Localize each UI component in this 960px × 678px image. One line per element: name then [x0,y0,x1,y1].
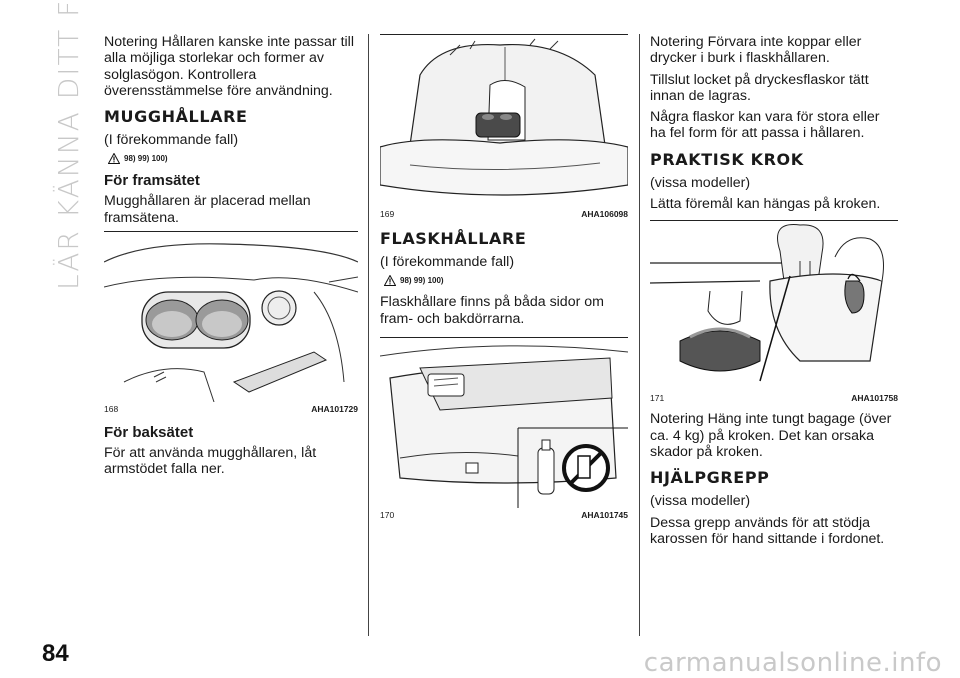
figure-caption: 170 AHA101745 [380,508,628,522]
front-seat-text: Mugghållaren är placerad mellan framsäte… [104,193,311,226]
watermark: carmanualsonline.info [643,648,942,678]
column-divider [368,34,369,636]
note-sunglasses: Notering Hållaren kanske inte passar til… [104,34,354,99]
figure-caption: 168 AHA101729 [104,402,358,416]
seat-hook-illustration [650,224,884,382]
note-hook-weight: Notering Häng inte tungt bagage (över ca… [650,411,892,460]
column-2: 169 AHA106098 FLASKHÅLLARE (I förekomman… [380,34,628,528]
figure-code: AHA106098 [581,209,628,219]
door-bottle-holder-illustration [380,345,628,508]
figure-caption: 171 AHA101758 [650,391,898,405]
column-3: Notering Förvara inte koppar eller dryck… [650,34,898,552]
figure-number: 168 [104,404,119,415]
bottle-holder-text: Flaskhållare finns på båda sidor om fram… [380,294,604,327]
note-close-caps: Tillslut locket på dryckesflaskor tätt i… [650,71,869,104]
subheading-front-seat: För framsätet [104,172,200,190]
figure-number: 170 [380,509,395,520]
subheading-rear-seat: För baksätet [104,424,194,442]
availability-text: (I förekommande fall) [104,132,239,149]
figure-171: 171 AHA101758 [650,220,898,405]
rear-seat-text: För att använda mugghållaren, låt armstö… [104,445,317,478]
figure-170: 170 AHA101745 [380,336,628,522]
figure-168: 168 AHA101729 [104,231,358,416]
column-1: Notering Hållaren kanske inte passar til… [104,34,358,483]
availability-text: (I förekommande fall) [380,254,515,270]
figure-code: AHA101758 [851,393,898,404]
heading-bottle-holder: FLASKHÅLLARE [380,229,527,248]
hook-text: Lätta föremål kan hängas på kroken. [650,196,881,213]
warning-refs: 98) 99) 100) [400,276,444,286]
note-bottle-size: Några flaskor kan vara för stora eller h… [650,109,880,142]
warning-triangle-icon [108,153,120,165]
heading-hook: PRAKTISK KROK [650,149,804,169]
warning-refs: 98) 99) 100) [124,154,168,164]
front-cupholder-illustration [104,243,358,403]
availability-text: (vissa modeller) [650,174,751,191]
figure-number: 171 [650,393,665,404]
rear-armrest-cupholder-illustration [380,38,628,196]
availability-text: (vissa modeller) [650,493,751,510]
chapter-side-title: LÄR KÄNNA DITT FORDON [52,0,85,290]
figure-code: AHA101745 [581,509,628,520]
heading-grab-handle: HJÄLPGREPP [650,468,770,488]
warning-reference: 98) 99) 100) [384,275,628,287]
figure-169: 169 AHA106098 [380,34,628,221]
figure-code: AHA101729 [311,404,358,415]
warning-reference: 98) 99) 100) [108,153,358,165]
grab-handle-text: Dessa grepp används för att stödja karos… [650,514,885,547]
figure-caption: 169 AHA106098 [380,207,628,221]
page-number: 84 [42,640,69,667]
heading-cupholder: MUGGHÅLLARE [104,107,248,127]
figure-number: 169 [380,209,395,219]
warning-triangle-icon [384,275,396,287]
column-divider [639,34,640,636]
note-cans: Notering Förvara inte koppar eller dryck… [650,34,862,67]
